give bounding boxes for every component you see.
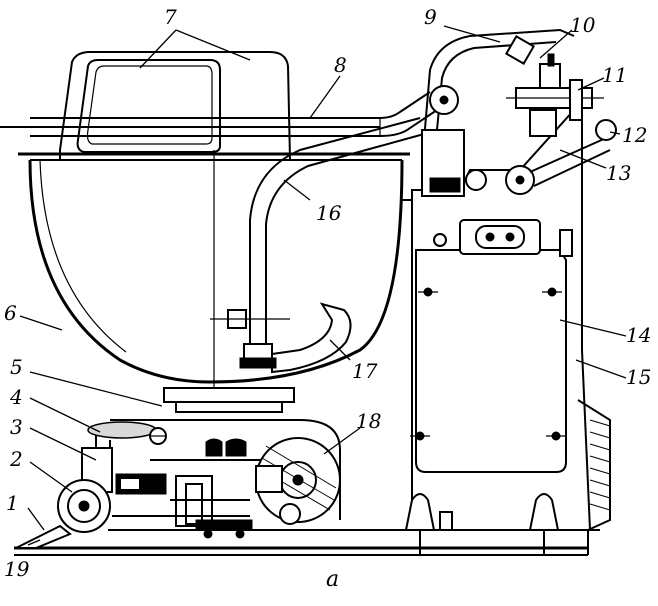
base-plate <box>14 524 600 556</box>
callout-11: 11 <box>602 63 627 87</box>
callout-16: 16 <box>316 201 342 225</box>
mixing-shaft <box>210 117 425 369</box>
cooling-fins <box>577 399 611 531</box>
callout-3: 3 <box>10 415 23 439</box>
top-mechanism <box>421 28 617 197</box>
paddle <box>271 302 352 374</box>
callout-4: 4 <box>9 385 23 409</box>
callout-labels: 7 8 9 10 11 12 13 16 6 14 17 15 5 4 18 3… <box>4 5 651 592</box>
callout-13: 13 <box>606 161 631 185</box>
callout-7: 7 <box>164 5 177 29</box>
column-housing <box>400 109 591 531</box>
feet <box>404 493 560 556</box>
figure-caption: а <box>326 567 339 592</box>
callout-12: 12 <box>622 123 647 147</box>
lower-drive <box>57 437 341 539</box>
callout-14: 14 <box>626 323 651 347</box>
bowl-support <box>87 387 341 520</box>
callout-15: 15 <box>626 365 651 389</box>
callout-17: 17 <box>352 359 378 383</box>
lid-arm <box>0 91 441 137</box>
bowl-lid <box>59 51 292 161</box>
callout-19: 19 <box>4 557 30 581</box>
leader-lines <box>19 25 627 546</box>
callout-5: 5 <box>10 355 23 379</box>
callout-18: 18 <box>356 409 381 433</box>
callout-8: 8 <box>334 53 347 77</box>
callout-9: 9 <box>424 5 437 29</box>
callout-2: 2 <box>9 447 23 471</box>
callout-1: 1 <box>6 491 19 515</box>
mixing-bowl <box>18 150 410 400</box>
callout-10: 10 <box>570 13 596 37</box>
callout-6: 6 <box>4 301 17 325</box>
